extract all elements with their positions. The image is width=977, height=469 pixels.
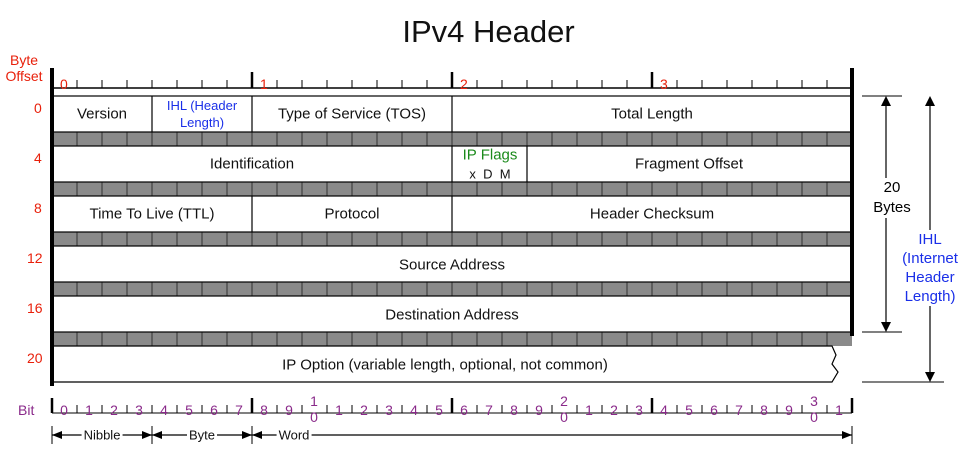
field-ihl-line1: IHL (Header <box>166 98 238 113</box>
field-total-length: Total Length <box>611 105 693 123</box>
legend-byte: Byte <box>186 427 218 443</box>
legend-nibble-arrow-head-right <box>142 431 152 439</box>
byte-offset-heading: Byte Offset <box>4 52 44 84</box>
ihl-long-line3: Header <box>905 269 955 286</box>
legend-byte-arrow-head-left <box>152 431 162 439</box>
bit-number: 4 <box>660 402 668 418</box>
bit-number: 2 <box>360 402 368 418</box>
field-protocol: Protocol <box>324 205 380 223</box>
bit-number: 5 <box>685 402 693 418</box>
bit-number: 1 <box>835 402 843 418</box>
bit-number: 6 <box>460 402 468 418</box>
option-row-box <box>51 345 839 383</box>
bit-number: 3 <box>635 402 643 418</box>
ihl-arrow-head-up <box>925 96 935 106</box>
field-identification: Identification <box>209 155 295 173</box>
byte-offset-12: 12 <box>27 250 43 266</box>
field-flag-bits: x D M <box>469 166 511 182</box>
ihl-long-line1: IHL <box>918 231 942 248</box>
bit-number: 2 0 <box>560 393 568 425</box>
field-fragment-offset: Fragment Offset <box>634 155 744 173</box>
bit-number: 3 0 <box>810 393 818 425</box>
byte-offset-4: 4 <box>34 150 42 166</box>
diagram-title: IPv4 Header <box>402 14 575 49</box>
bit-number: 1 <box>85 402 93 418</box>
bit-number: 5 <box>435 402 443 418</box>
bit-number: 1 <box>585 402 593 418</box>
top-byte-marker-2: 2 <box>460 76 468 92</box>
bit-number: 9 <box>785 402 793 418</box>
bit-number: 0 <box>60 402 68 418</box>
field-ip-flags: IP Flags <box>462 146 518 164</box>
byte-offset-heading-line1: Byte <box>9 52 38 68</box>
bit-label: Bit <box>18 402 35 418</box>
field-source-address: Source Address <box>399 256 505 274</box>
legend-nibble-arrow-head-left <box>52 431 62 439</box>
top-byte-marker-3: 3 <box>660 76 668 92</box>
bytes20-arrow-head-down <box>881 322 891 332</box>
bit-number: 6 <box>710 402 718 418</box>
bit-number: 2 <box>610 402 618 418</box>
byte-offset-0: 0 <box>34 100 42 116</box>
ihl-internet-header-length-label: IHL (Internet Header Length) <box>896 230 964 306</box>
bit-number: 4 <box>410 402 418 418</box>
top-byte-marker-1: 1 <box>260 76 268 92</box>
bit-number: 5 <box>185 402 193 418</box>
bit-number: 7 <box>485 402 493 418</box>
byte-offset-20: 20 <box>27 350 43 366</box>
field-destination-address: Destination Address <box>385 306 519 324</box>
bit-number: 6 <box>210 402 218 418</box>
top-byte-marker-0: 0 <box>60 76 68 92</box>
field-row-box <box>51 245 853 283</box>
legend-word-arrow-head-right <box>842 431 852 439</box>
legend-nibble: Nibble <box>81 427 123 443</box>
bit-number: 3 <box>135 402 143 418</box>
byte-offset-8: 8 <box>34 200 42 216</box>
bytes20-label: 20 Bytes <box>872 178 912 218</box>
bytes20-arrow-head-up <box>881 96 891 106</box>
field-tos: Type of Service (TOS) <box>277 105 427 123</box>
legend-word: Word <box>276 427 312 443</box>
ihl-long-line2: (Internet <box>902 250 958 267</box>
legend-word-arrow-head-left <box>252 431 262 439</box>
bytes20-line1: 20 <box>883 179 901 196</box>
bit-number: 7 <box>735 402 743 418</box>
field-ihl: IHL (Header Length) <box>167 97 237 131</box>
bit-number: 9 <box>285 402 293 418</box>
bit-number: 1 0 <box>310 393 318 425</box>
ihl-long-line4: Length) <box>904 288 956 305</box>
field-ihl-line2: Length) <box>179 115 225 130</box>
ihl-arrow-head-down <box>925 372 935 382</box>
bit-number: 2 <box>110 402 118 418</box>
bit-number: 9 <box>535 402 543 418</box>
field-version: Version <box>76 105 128 123</box>
legend-byte-arrow-head-right <box>242 431 252 439</box>
bit-number: 1 <box>335 402 343 418</box>
bit-number: 8 <box>760 402 768 418</box>
field-header-checksum: Header Checksum <box>589 205 715 223</box>
field-ip-option: IP Option (variable length, optional, no… <box>282 356 608 374</box>
bit-number: 7 <box>235 402 243 418</box>
bit-number: 3 <box>385 402 393 418</box>
bit-number: 4 <box>160 402 168 418</box>
byte-offset-16: 16 <box>27 300 43 316</box>
byte-offset-heading-line2: Offset <box>5 68 43 84</box>
bit-number: 8 <box>510 402 518 418</box>
bytes20-line2: Bytes <box>873 199 911 216</box>
bit-number: 8 <box>260 402 268 418</box>
field-ttl: Time To Live (TTL) <box>89 205 215 223</box>
